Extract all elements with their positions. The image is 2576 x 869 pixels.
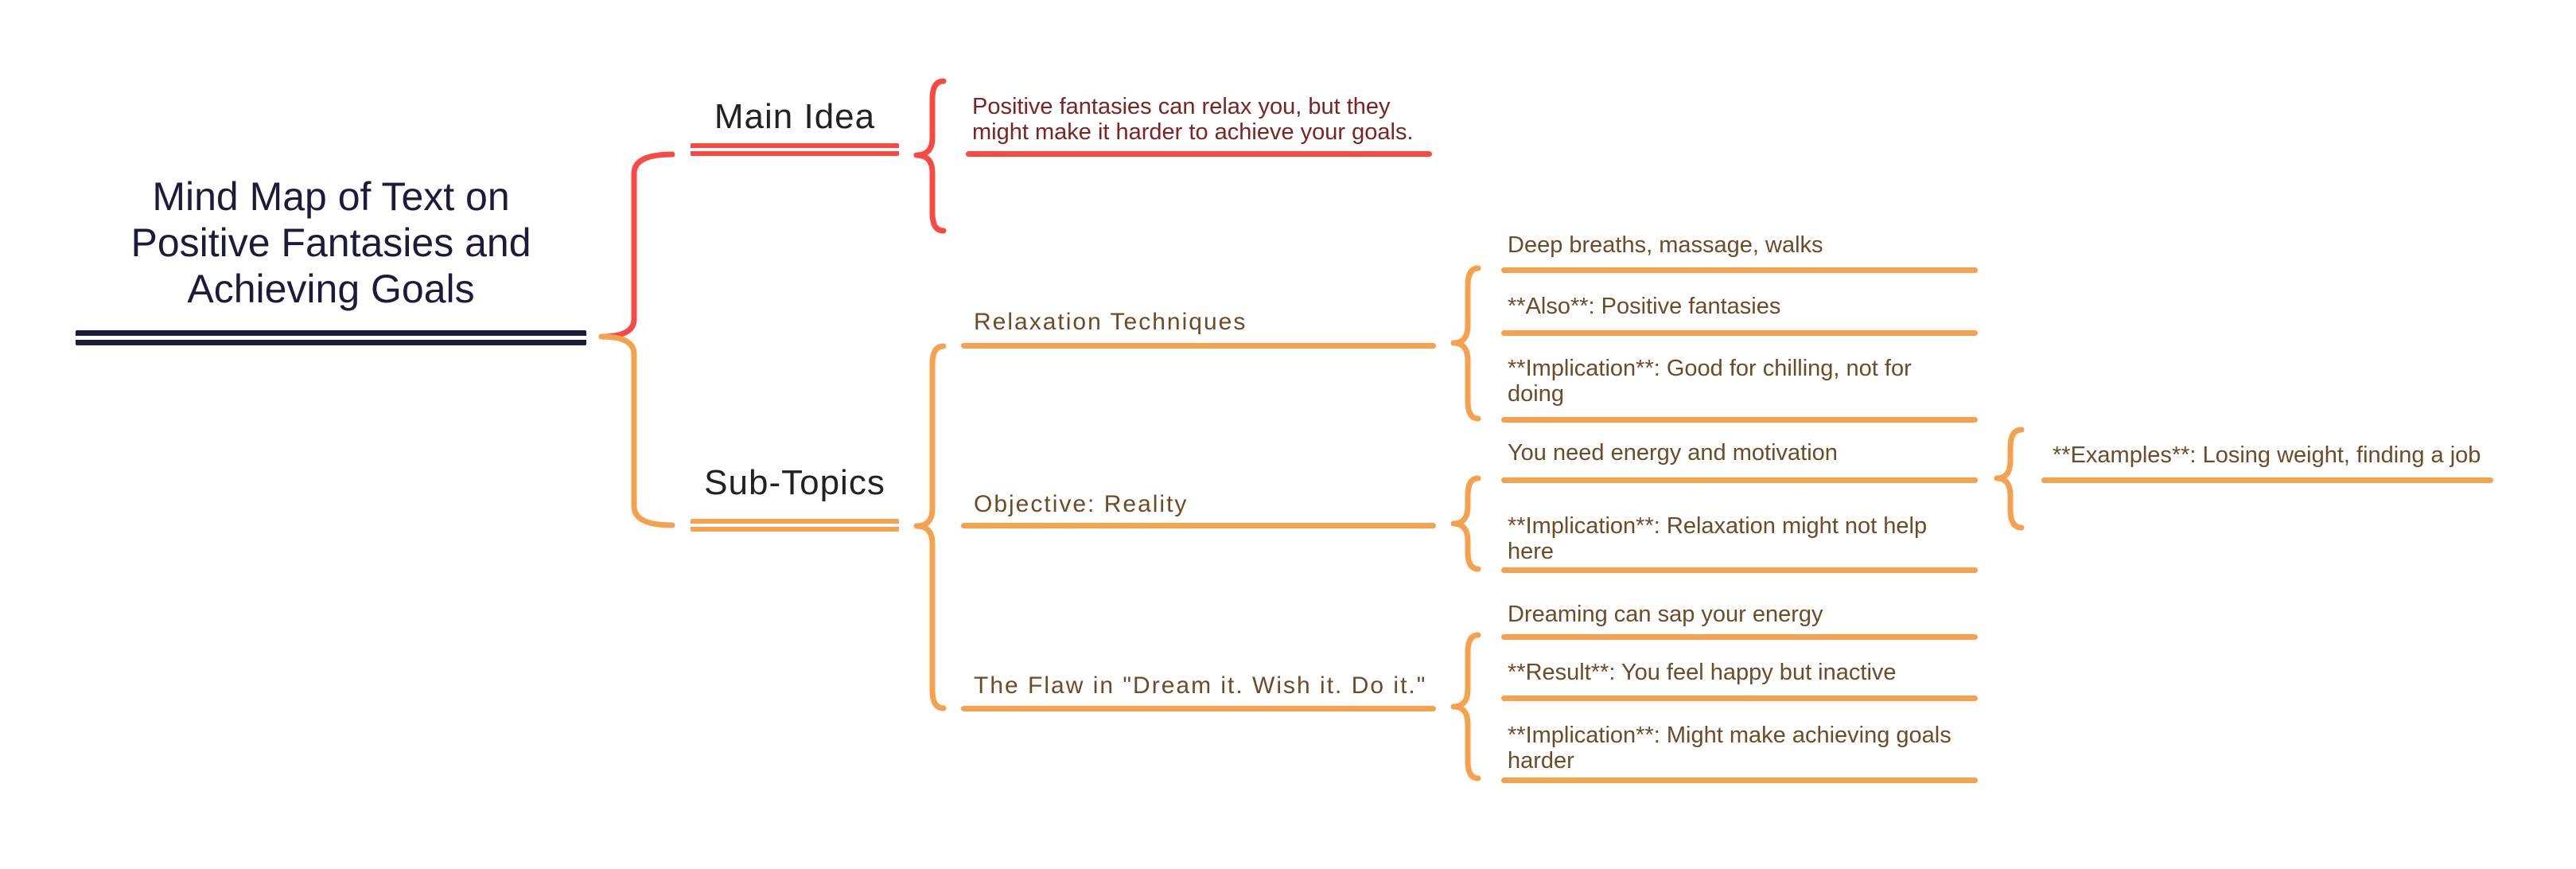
main-idea-leaf-text: Positive fantasies can relax you, but th… xyxy=(972,94,1414,145)
node-leaf-implication-goals-harder: **Implication**: Might make achieving go… xyxy=(1501,723,1978,793)
objective-label-text: Objective: Reality xyxy=(974,491,1189,517)
root-title-text: Mind Map of Text on Positive Fantasies a… xyxy=(130,174,531,311)
main-idea-underline xyxy=(691,143,899,156)
implication-chilling-text: **Implication**: Good for chilling, not … xyxy=(1508,356,1912,407)
flaw-underline xyxy=(961,706,1436,711)
energy-motivation-underline xyxy=(1501,477,1978,483)
main-idea-label-text: Main Idea xyxy=(714,97,876,136)
node-leaf-result-happy-inactive: **Result**: You feel happy but inactive xyxy=(1501,660,1978,704)
deep-breaths-text: Deep breaths, massage, walks xyxy=(1508,232,1823,258)
node-leaf-deep-breaths: Deep breaths, massage, walks xyxy=(1501,232,1978,277)
node-leaf-implication-relaxation: **Implication**: Relaxation might not he… xyxy=(1501,513,1978,583)
node-root: Mind Map of Text on Positive Fantasies a… xyxy=(76,173,586,349)
dreaming-sap-underline xyxy=(1501,634,1978,640)
node-leaf-main-idea: Positive fantasies can relax you, but th… xyxy=(966,94,1432,166)
brace-root-bottom-orange xyxy=(598,333,675,528)
deep-breaths-underline xyxy=(1501,267,1978,273)
main-idea-leaf-underline xyxy=(966,151,1432,157)
brace-root-top-red xyxy=(598,151,675,340)
sub-topics-label-text: Sub-Topics xyxy=(704,463,885,502)
implication-chilling-underline xyxy=(1501,417,1978,423)
result-happy-inactive-text: **Result**: You feel happy but inactive xyxy=(1508,660,1897,685)
node-leaf-implication-chilling: **Implication**: Good for chilling, not … xyxy=(1501,356,1978,426)
implication-goals-harder-text: **Implication**: Might make achieving go… xyxy=(1508,723,1951,774)
root-underline xyxy=(76,330,586,345)
implication-goals-harder-underline xyxy=(1501,777,1978,783)
node-label-sub-topics: Sub-Topics xyxy=(691,465,899,541)
brace-objective xyxy=(1450,475,1481,572)
sub-topics-underline xyxy=(691,519,899,532)
implication-relaxation-underline xyxy=(1501,567,1978,573)
node-leaf-examples: **Examples**: Losing weight, finding a j… xyxy=(2041,442,2493,487)
node-label-objective: Objective: Reality xyxy=(961,491,1436,532)
brace-examples xyxy=(1994,427,2025,531)
node-label-main-idea: Main Idea xyxy=(691,99,899,162)
examples-underline xyxy=(2041,477,2493,483)
also-positive-fantasies-underline xyxy=(1501,330,1978,336)
dreaming-sap-text: Dreaming can sap your energy xyxy=(1508,602,1823,627)
node-leaf-dreaming-sap: Dreaming can sap your energy xyxy=(1501,602,1978,646)
node-label-flaw: The Flaw in "Dream it. Wish it. Do it." xyxy=(961,672,1436,714)
node-leaf-also-positive-fantasies: **Also**: Positive fantasies xyxy=(1501,294,1978,338)
also-positive-fantasies-text: **Also**: Positive fantasies xyxy=(1508,294,1781,319)
brace-flaw xyxy=(1450,632,1481,781)
brace-main-idea xyxy=(913,78,947,234)
examples-text: **Examples**: Losing weight, finding a j… xyxy=(2053,442,2481,468)
node-leaf-energy-motivation: You need energy and motivation xyxy=(1501,440,1978,485)
node-label-relaxation: Relaxation Techniques xyxy=(961,309,1436,350)
objective-underline xyxy=(961,523,1436,528)
brace-sub-topics xyxy=(913,343,947,711)
relaxation-label-text: Relaxation Techniques xyxy=(974,309,1247,335)
implication-relaxation-text: **Implication**: Relaxation might not he… xyxy=(1508,513,1928,564)
result-happy-inactive-underline xyxy=(1501,696,1978,701)
brace-relaxation xyxy=(1450,265,1481,422)
energy-motivation-text: You need energy and motivation xyxy=(1508,440,1838,466)
relaxation-underline xyxy=(961,343,1436,349)
flaw-label-text: The Flaw in "Dream it. Wish it. Do it." xyxy=(974,672,1427,699)
